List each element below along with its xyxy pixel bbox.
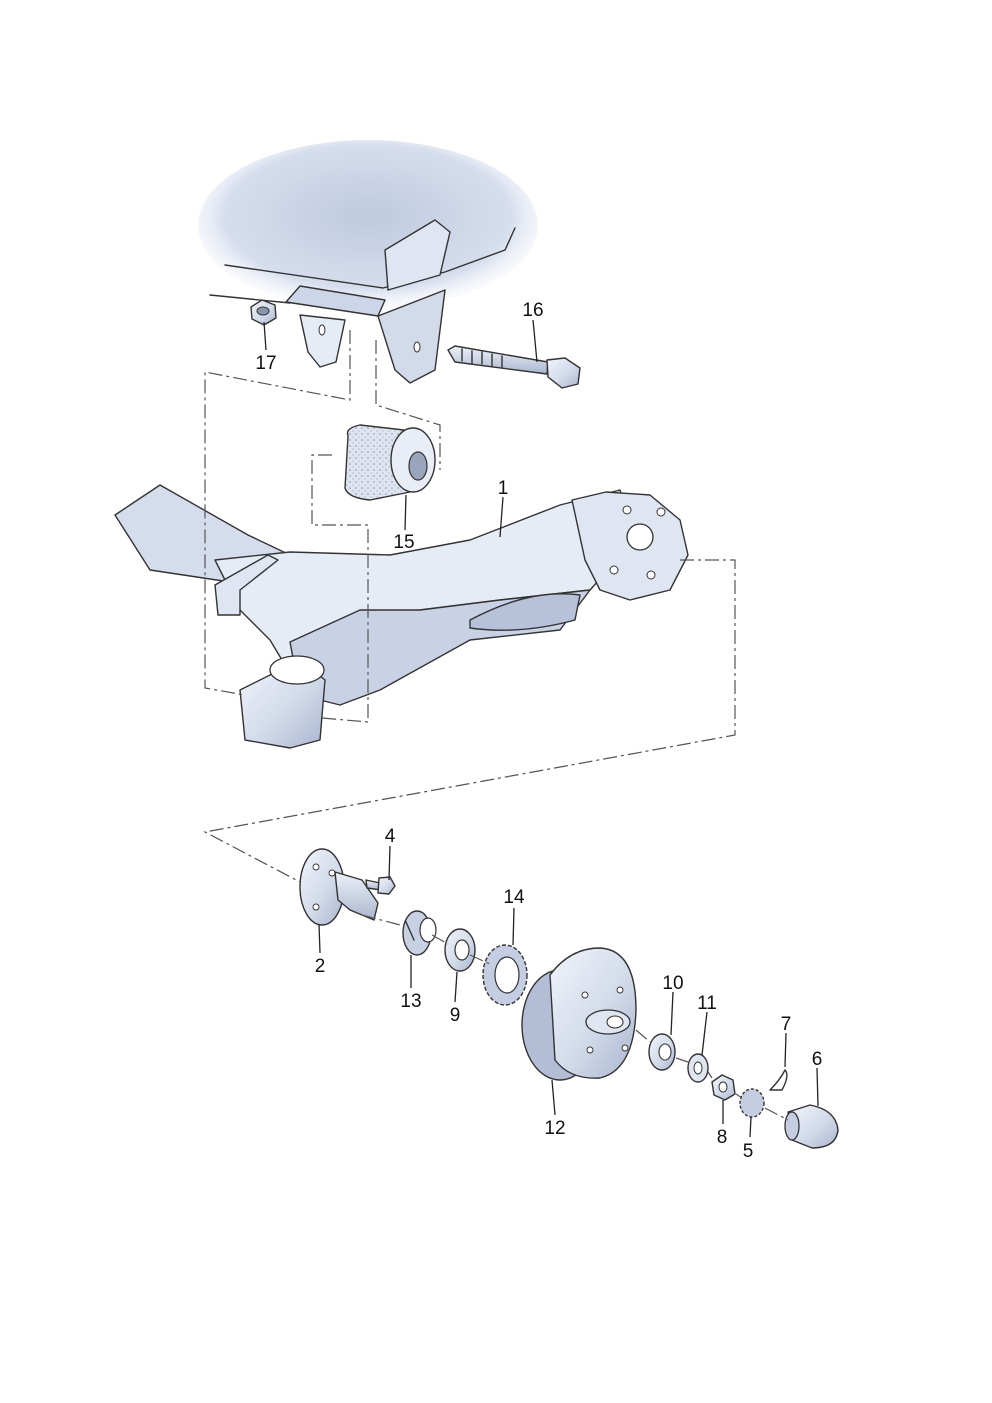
assembly-guide-lines [203,330,789,1121]
callout-8: 8 [717,1127,728,1148]
bushing-part-15 [344,424,436,501]
brake-drum-part-12 [521,947,637,1081]
callout-17: 17 [255,353,276,374]
callout-9: 9 [450,1005,461,1026]
callout-10: 10 [662,973,683,994]
callout-labels: 1 2 4 5 6 7 8 9 10 11 12 13 14 15 16 17 [255,300,822,1162]
cotter-pin-part-7 [769,1069,788,1091]
callout-6: 6 [812,1049,823,1070]
nut-part-8 [711,1074,736,1101]
callout-14: 14 [503,887,525,908]
outer-bearing-part-10 [648,1033,676,1071]
callout-4: 4 [385,826,396,847]
inner-bearing-part-9 [444,928,476,972]
callout-5: 5 [743,1141,754,1162]
bolt-part-4 [365,876,396,895]
tone-ring-part-14 [482,944,528,1006]
stub-axle-part-2 [299,848,379,926]
seal-part-13 [402,910,437,956]
lock-cap-part-5 [739,1088,765,1118]
axle-beam-part-1 [114,484,689,749]
callout-1: 1 [498,478,509,499]
callout-12: 12 [544,1118,565,1139]
callout-leader-lines [263,319,819,1138]
callout-16: 16 [522,300,543,321]
callout-15: 15 [393,532,414,553]
dust-cap-part-6 [784,1104,839,1149]
callout-2: 2 [315,956,326,977]
callout-13: 13 [400,991,421,1012]
callout-7: 7 [781,1014,792,1035]
nut-part-17 [250,299,277,326]
bolt-part-16 [447,345,581,389]
callout-11: 11 [697,993,717,1014]
mounting-bracket [285,219,451,384]
vehicle-body-floor [198,140,538,310]
washer-part-11 [687,1053,709,1083]
